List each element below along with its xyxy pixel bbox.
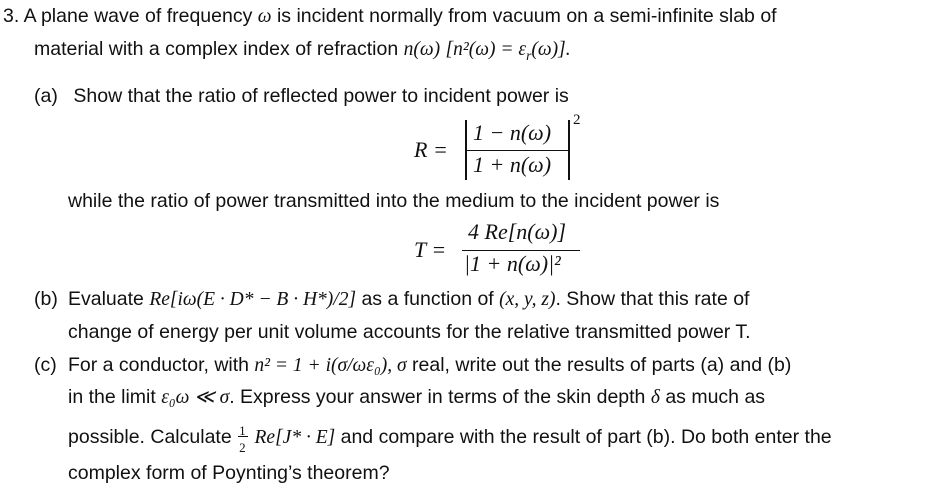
half-bar [238, 436, 249, 437]
R-numerator: 1 − n(ω) [473, 120, 552, 145]
abs-right-bar [568, 120, 570, 180]
T-lhs: T = [414, 237, 447, 262]
part-c-line-2: in the limit ε₀ω ≪ σ. Express your answe… [68, 386, 766, 408]
problem-line-1: 3. A plane wave of frequency ω is incide… [3, 5, 777, 27]
R-exponent: 2 [573, 112, 581, 128]
problem-line-2: material with a complex index of refract… [34, 38, 571, 63]
R-denominator: 1 + n(ω) [473, 152, 552, 177]
part-c-label: (c) [34, 354, 57, 376]
part-a-text: Show that the ratio of reflected power t… [73, 85, 569, 107]
problem-number: 3. [3, 5, 20, 27]
part-b-line-2: change of energy per unit volume account… [68, 321, 751, 343]
R-fraction-bar [467, 150, 569, 152]
one-half-fraction: 1 2 [237, 423, 249, 455]
part-a-label: (a) [34, 85, 58, 107]
abs-left-bar [465, 120, 467, 180]
part-b: (b)Evaluate Re[iω(E · D* − B · H*)/2] as… [34, 288, 750, 310]
part-c: (c)For a conductor, with n² = 1 + i(σ/ωε… [34, 354, 792, 376]
T-fraction-bar [462, 250, 580, 252]
part-c-line-4: complex form of Poynting’s theorem? [68, 462, 390, 484]
transmit-text: while the ratio of power transmitted int… [68, 190, 720, 212]
T-denominator: |1 + n(ω)|² [464, 251, 561, 276]
T-numerator: 4 Re[n(ω)] [468, 219, 567, 244]
part-b-label: (b) [34, 288, 58, 310]
part-a: (a) Show that the ratio of reflected pow… [34, 84, 569, 108]
R-lhs: R = [414, 137, 448, 162]
part-c-line-3: possible. Calculate 1 2 Re[J* · E] and c… [68, 423, 832, 455]
